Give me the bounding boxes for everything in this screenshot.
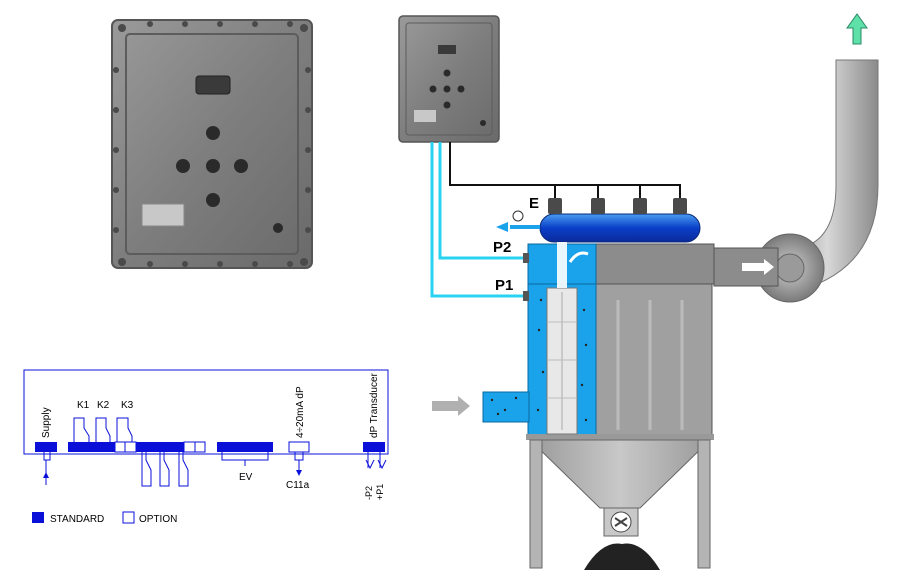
label-analog-output: 4÷20mA dP <box>295 386 306 438</box>
display-window <box>195 75 231 95</box>
label-k2: K2 <box>97 400 110 411</box>
wiring-diagram: K1 K2 K3 Supply 4÷20mA dP dP Transducer … <box>23 369 389 500</box>
terminal-analog <box>288 441 310 453</box>
label-supply: Supply <box>41 407 52 438</box>
terminal-relays <box>68 442 115 452</box>
legend-standard-label: STANDARD <box>50 514 104 525</box>
pressure-line-p1 <box>430 142 528 298</box>
dust-hopper <box>528 439 712 570</box>
label-p1: P1 <box>495 277 513 294</box>
legend-option-label: OPTION <box>139 514 177 525</box>
pulse-arrow-icon <box>568 251 589 263</box>
solenoid-cable <box>449 142 681 200</box>
dirty-air-inlet <box>482 391 530 423</box>
nameplate <box>141 203 185 227</box>
terminal-supply <box>35 442 57 452</box>
tap-p1 <box>523 291 529 301</box>
label-ev: EV <box>239 472 253 483</box>
air-manifold <box>496 198 701 243</box>
legend-option-swatch <box>122 511 135 524</box>
terminal-ev <box>217 442 273 452</box>
control-knob <box>206 126 220 140</box>
label-minus-p2: -P2 <box>364 486 374 500</box>
label-e: E <box>529 195 539 212</box>
label-transducer: dP Transducer <box>369 372 380 438</box>
label-p2: P2 <box>493 239 511 256</box>
control-enclosure-large <box>111 19 313 269</box>
label-plus-p1: +P1 <box>375 484 385 500</box>
label-k1: K1 <box>77 400 90 411</box>
pressure-gauge-icon <box>512 210 524 222</box>
inlet-arrow-icon <box>432 396 470 416</box>
label-c11a: C11a <box>286 480 310 491</box>
rotary-valve-icon <box>614 517 628 527</box>
legend-standard-swatch <box>32 512 44 523</box>
tap-p2 <box>523 253 529 263</box>
dust-pile <box>584 543 660 570</box>
control-enclosure-small <box>398 15 500 143</box>
exhaust-arrow-icon <box>846 13 868 45</box>
legend: STANDARD OPTION <box>32 511 177 525</box>
flow-arrow-icon <box>742 259 774 275</box>
pressure-line-p2 <box>438 142 528 260</box>
terminal-transducer <box>363 442 385 452</box>
label-k3: K3 <box>121 400 134 411</box>
filter-bag <box>546 287 578 435</box>
